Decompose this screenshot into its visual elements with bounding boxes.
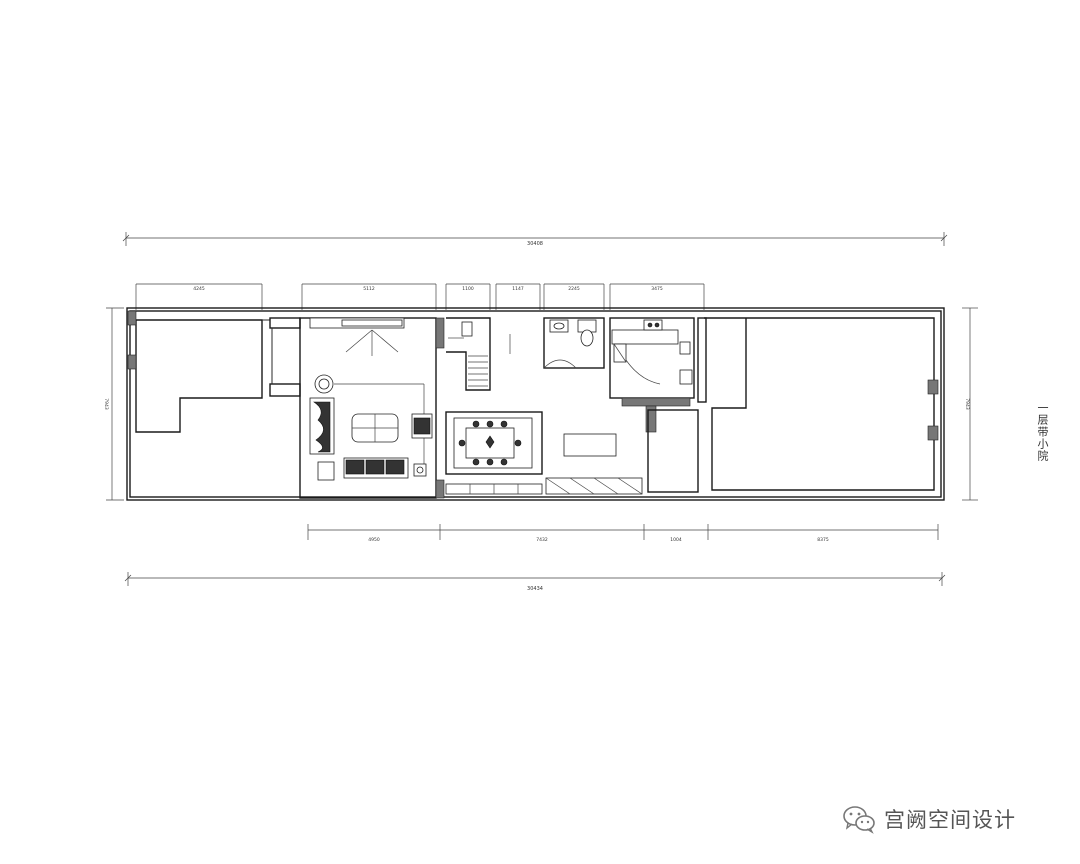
dim-bottom-seg-2: 7432 xyxy=(536,537,548,543)
stove xyxy=(643,319,663,331)
dimension-overall-bottom: 30434 xyxy=(124,572,946,592)
left-courtyard xyxy=(127,310,301,433)
dimension-left-height: 7943 xyxy=(103,307,124,501)
dim-top-seg-5: 2245 xyxy=(568,286,580,292)
wechat-icon xyxy=(843,806,875,834)
dim-top-seg-2: 5112 xyxy=(363,286,375,292)
dim-bottom-seg-1: 4950 xyxy=(368,537,380,543)
stool xyxy=(317,461,335,481)
living-room xyxy=(299,317,445,499)
toilet-area xyxy=(509,317,605,369)
dim-top-seg-4: 1147 xyxy=(512,286,524,292)
kitchen xyxy=(609,317,699,493)
dim-right-height-text: 7943 xyxy=(964,398,970,410)
stair-area xyxy=(446,317,491,391)
dim-overall-bottom-text: 30434 xyxy=(527,586,543,592)
watermark-text: 宫阙空间设计 xyxy=(884,808,1016,832)
kitchen-island xyxy=(563,433,617,457)
dimension-top-segments: 4245 5112 1100 1147 2245 3475 xyxy=(135,283,705,310)
dim-top-seg-6: 3475 xyxy=(651,286,663,292)
dim-left-height-text: 7943 xyxy=(103,398,109,410)
kitchen-cabinet-bottom xyxy=(545,477,643,495)
stair-post xyxy=(461,321,473,337)
kitchen-island-area xyxy=(545,433,643,495)
dimension-right-height: 7943 xyxy=(962,307,978,501)
dimension-bottom-segments: 4950 7432 1004 8375 xyxy=(307,524,939,543)
kitchen-counter xyxy=(611,329,679,345)
dim-bottom-seg-3: 1004 xyxy=(670,537,682,543)
right-courtyard xyxy=(697,317,939,491)
dimension-overall-top: 30408 xyxy=(122,232,948,247)
dim-bottom-seg-4: 8375 xyxy=(817,537,829,543)
watermark: 宫阙空间设计 xyxy=(842,801,1016,837)
building-outline xyxy=(126,307,945,501)
dim-overall-top-text: 30408 xyxy=(527,241,543,247)
dim-top-seg-1: 4245 xyxy=(193,286,205,292)
dim-top-seg-3: 1100 xyxy=(462,286,474,292)
dining-area xyxy=(445,411,543,495)
drawing-title: 一层带小院 xyxy=(1036,402,1049,462)
